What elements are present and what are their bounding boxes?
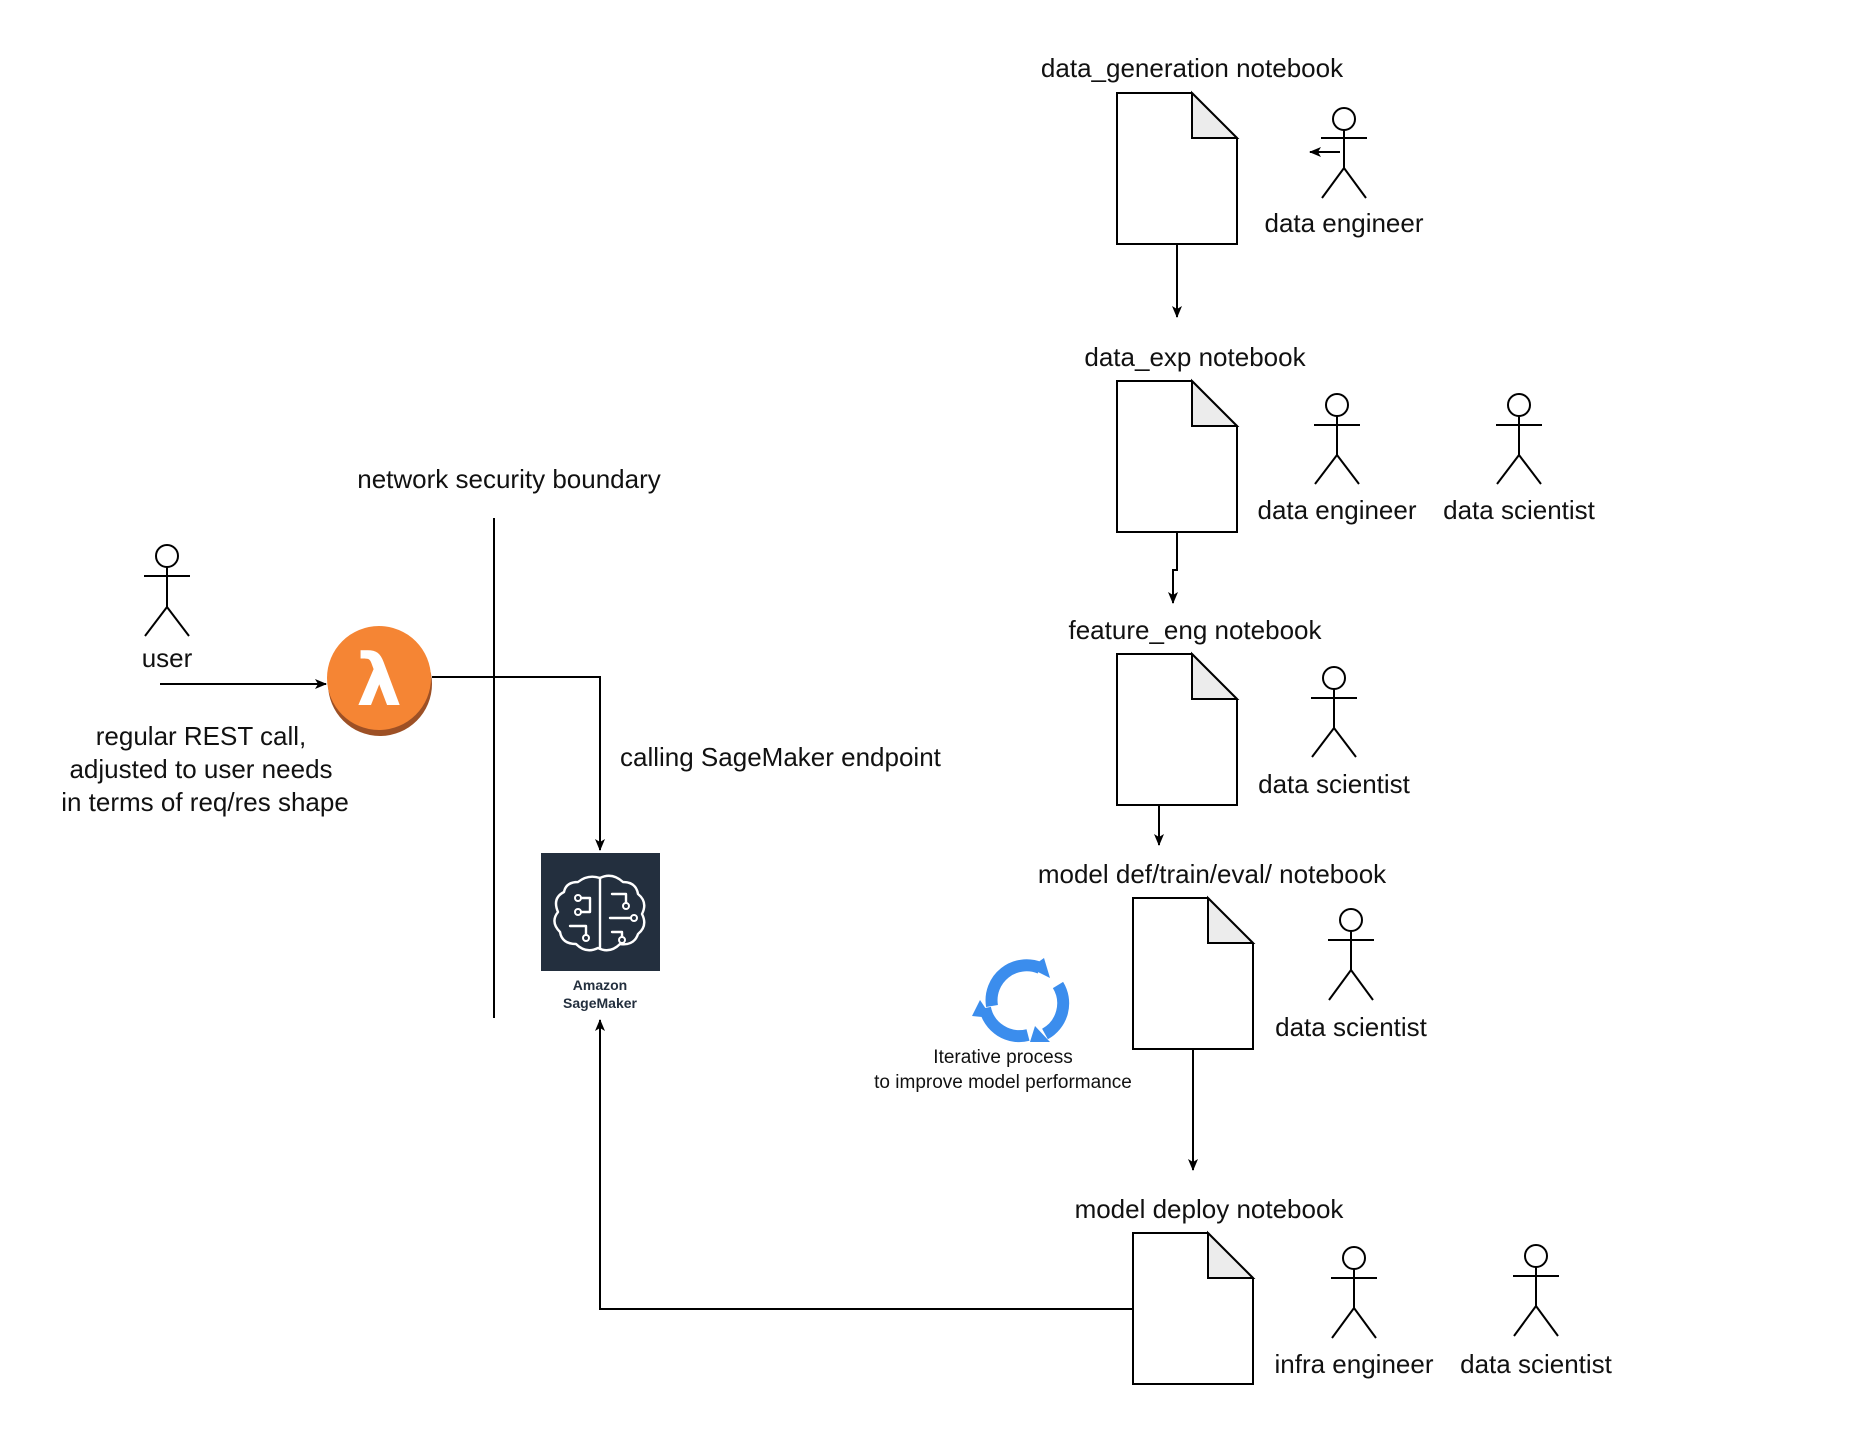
endpoint-label: calling SageMaker endpoint bbox=[620, 742, 942, 772]
infra-engineer-actor bbox=[1331, 1246, 1377, 1339]
role-label: data scientist bbox=[1443, 495, 1596, 525]
user-label: user bbox=[142, 643, 193, 673]
sagemaker-label-line-1: Amazon bbox=[573, 977, 627, 993]
sagemaker-icon[interactable] bbox=[541, 853, 660, 971]
user-note-line-2: adjusted to user needs bbox=[69, 754, 332, 784]
user-actor bbox=[144, 544, 190, 637]
iteration-label-line-2: to improve model performance bbox=[874, 1072, 1132, 1093]
iteration-label-line-1: Iterative process bbox=[933, 1047, 1072, 1068]
role-label: data scientist bbox=[1460, 1349, 1613, 1379]
notebook-doc-icon[interactable] bbox=[1132, 1230, 1256, 1385]
data-scientist-actor bbox=[1311, 666, 1357, 758]
role-label: infra engineer bbox=[1275, 1349, 1434, 1379]
data-scientist-actor bbox=[1513, 1244, 1559, 1337]
data-scientist-actor bbox=[1328, 908, 1374, 1001]
notebook-doc-icon[interactable] bbox=[1116, 651, 1240, 806]
refresh-cycle-icon bbox=[972, 958, 1070, 1043]
notebook-doc-icon[interactable] bbox=[1116, 90, 1240, 245]
user-note-line-1: regular REST call, bbox=[96, 721, 307, 751]
notebook-title-data-exp: data_exp notebook bbox=[1084, 342, 1306, 372]
sagemaker-label-line-2: SageMaker bbox=[563, 995, 637, 1011]
svg-text:λ: λ bbox=[356, 638, 402, 722]
data-scientist-actor bbox=[1496, 393, 1542, 485]
notebook-doc-icon[interactable] bbox=[1132, 895, 1256, 1050]
user-note-line-3: in terms of req/res shape bbox=[61, 787, 349, 817]
role-label: data scientist bbox=[1258, 769, 1411, 799]
role-label: data scientist bbox=[1275, 1012, 1428, 1042]
lambda-icon[interactable]: λ bbox=[327, 626, 432, 736]
data-engineer-actor bbox=[1309, 107, 1367, 199]
notebook-doc-icon[interactable] bbox=[1116, 378, 1240, 533]
role-label: data engineer bbox=[1257, 495, 1416, 525]
deploy-to-sagemaker-arrow bbox=[595, 1019, 1134, 1310]
notebook-title-model-deploy: model deploy notebook bbox=[1075, 1194, 1345, 1224]
data-engineer-actor bbox=[1314, 393, 1360, 485]
boundary-label: network security boundary bbox=[357, 464, 660, 494]
notebook-title-feature-eng: feature_eng notebook bbox=[1069, 615, 1323, 645]
role-label: data engineer bbox=[1264, 208, 1423, 238]
lambda-to-sagemaker-arrow bbox=[432, 676, 605, 851]
flow-arrow bbox=[1168, 532, 1178, 604]
notebook-title-model-train: model def/train/eval/ notebook bbox=[1038, 859, 1387, 889]
notebook-title-data-generation: data_generation notebook bbox=[1041, 53, 1344, 83]
